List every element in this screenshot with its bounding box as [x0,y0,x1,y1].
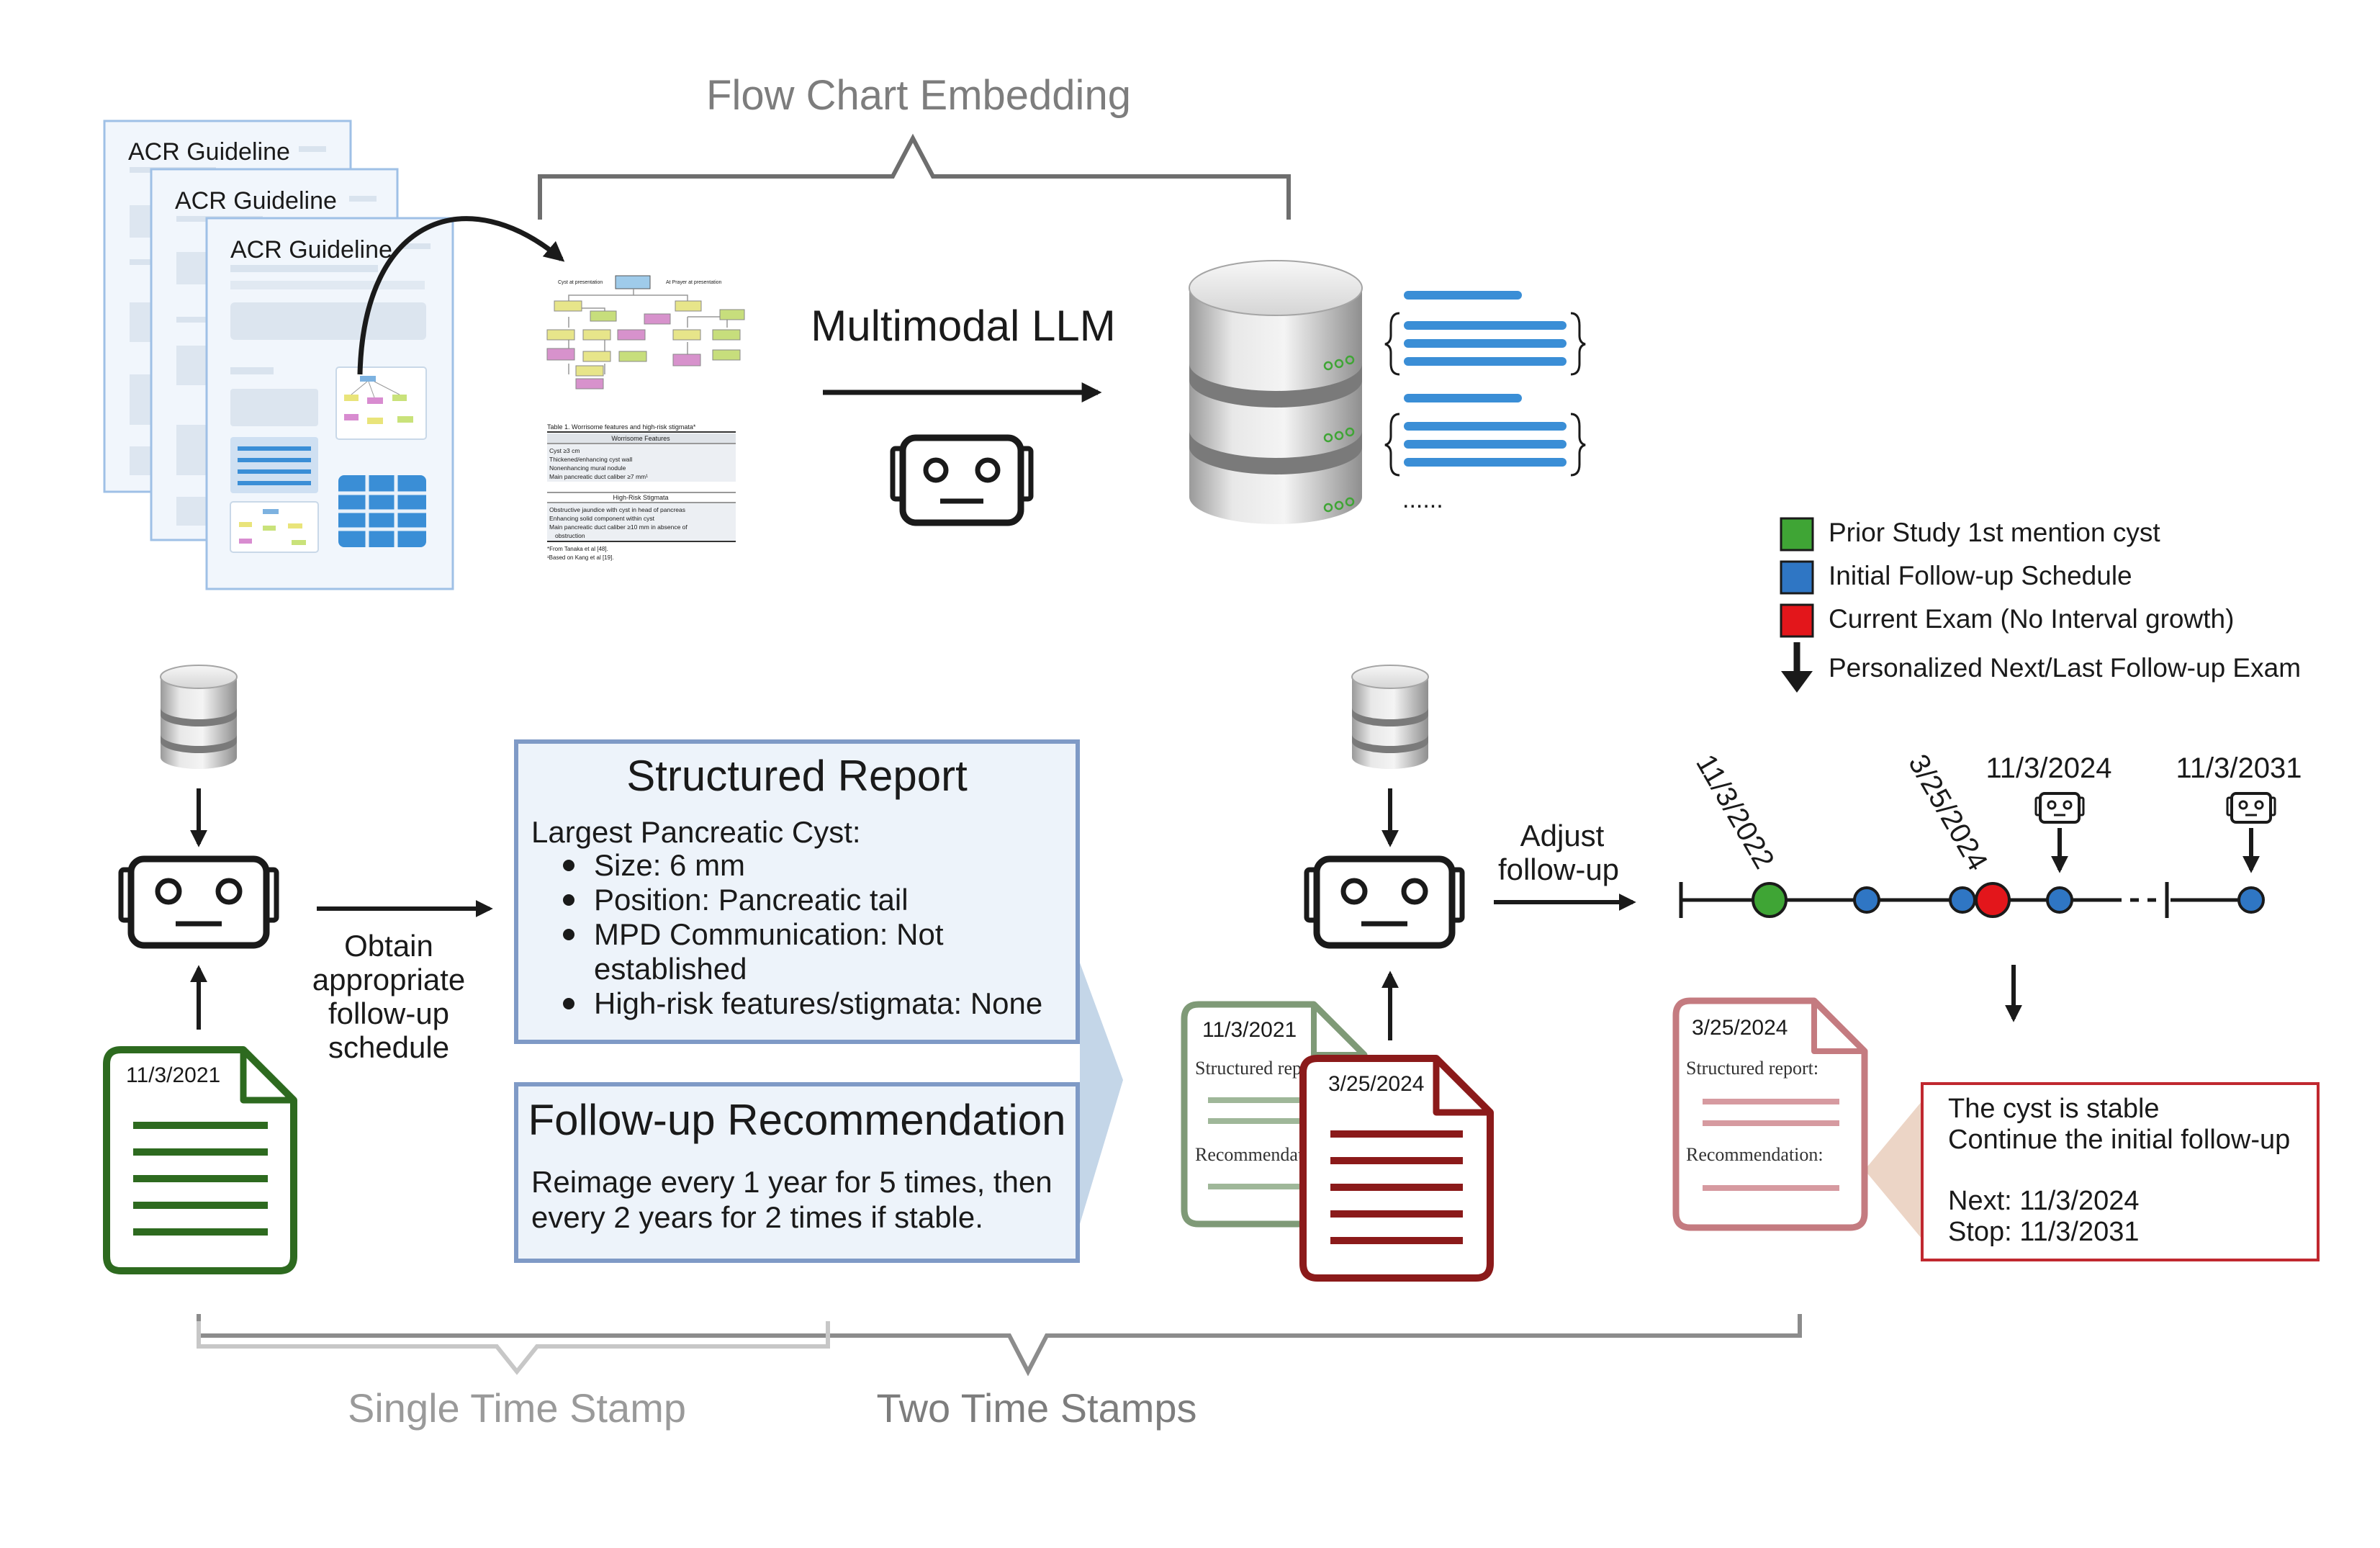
thumb-highrisk-header: High-Risk Stigmata [613,494,668,501]
structured-report-title: Structured Report [626,752,968,800]
two-time-stamps-label: Two Time Stamps [876,1385,1196,1431]
followup-line: every 2 years for 2 times if stable. [531,1200,983,1234]
svg-text:Cyst at presentation: Cyst at presentation [558,280,603,285]
report-document-green: 11/3/2021 [103,1046,297,1274]
single-time-stamp-label: Single Time Stamp [348,1385,686,1431]
robot-icon [2034,792,2085,824]
report-bullet-cont: established [594,952,747,986]
legend-swatch-blue [1780,560,1814,595]
timeline: 11/3/2022 3/25/2024 11/3/2024 11/3/2031 [1679,750,2302,918]
thumb-worrisome-item: Main pancreatic duct caliber ≥7 mm¹ [549,473,648,480]
multimodal-llm-label: Multimodal LLM [811,302,1116,350]
obtain-text: appropriate [312,963,465,996]
structured-report-subtitle: Largest Pancreatic Cyst: [531,815,861,849]
two-time-stamps-bracket [197,1314,1802,1377]
flowchart-bracket [538,133,1291,220]
result-callout-shape [1865,1084,1937,1256]
timeline-marker-followup [1853,886,1880,914]
legend-arrow-icon [1781,642,1813,693]
timeline-marker-current [1975,882,2011,918]
flowchart-embedding-label: Flow Chart Embedding [706,72,1131,119]
timeline-marker-stop [2237,886,2265,914]
followup-line: Reimage every 1 year for 5 times, then [531,1165,1052,1199]
timeline-marker-prior [1752,882,1788,918]
obtain-text: Obtain [344,929,433,963]
structured-report-box: Structured Report Largest Pancreatic Cys… [514,739,1080,1044]
report-callout-shape [1073,943,1123,1224]
report-old-text: Recommendati [1195,1144,1308,1165]
result-doc-recommendation: Recommendation: [1686,1144,1824,1165]
result-doc-structured: Structured report: [1686,1058,1818,1079]
followup-recommendation-box: Follow-up Recommendation Reimage every 1… [514,1082,1080,1263]
guideline-doc-3: ACR Guideline [205,217,454,590]
guideline-title: ACR Guideline [128,138,290,166]
result-line: Stop: 11/3/2031 [1948,1217,2140,1247]
result-line: Next: 11/3/2024 [1948,1186,2139,1216]
svg-text:At Prayer at presentation: At Prayer at presentation [666,280,722,285]
followup-title: Follow-up Recommendation [528,1096,1065,1144]
robot-icon [1304,855,1465,949]
legend-swatch-red [1780,603,1814,638]
adjust-text: Adjust [1520,819,1605,852]
single-time-stamp-bracket [197,1321,830,1375]
thumb-worrisome-header: Worrisome Features [611,435,670,442]
thumb-table-caption: Table 1. Worrisome features and high-ris… [547,423,696,431]
adjust-text: follow-up [1498,852,1619,886]
thumb-worrisome-item: Cyst ≥3 cm [549,447,580,454]
robot-icon [890,434,1034,526]
legend-label: Current Exam (No Interval growth) [1829,604,2234,634]
report-bullet: High-risk features/stigmata: None [594,986,1042,1020]
guideline-title: ACR Guideline [175,187,337,215]
report-document-new: 3/25/2024 [1299,1055,1494,1282]
report-bullet: Position: Pancreatic tail [594,883,909,917]
thumb-highrisk-item: obstruction [555,532,585,539]
embedding-vectors: ...... [1384,291,1586,513]
report-bullet: MPD Communication: Not [594,917,944,951]
result-report-document: 3/25/2024 Structured report: Recommendat… [1672,997,1868,1231]
thumb-footnote: ¹Based on Kang et al [19]. [547,554,614,561]
robot-icon [2226,792,2276,824]
legend-label: Personalized Next/Last Follow-up Exam [1829,653,2301,683]
result-line: Continue the initial follow-up [1948,1125,2290,1155]
guideline-title: ACR Guideline [230,236,392,264]
timeline-marker-followup [1949,886,1976,914]
legend-swatch-green [1780,517,1814,552]
thumb-highrisk-item: Obstructive jaundice with cyst in head o… [549,506,685,513]
timeline-date-2022: 11/3/2022 [1690,750,1780,875]
legend-label: Initial Follow-up Schedule [1829,561,2132,590]
report-date: 11/3/2021 [126,1063,220,1087]
small-database-left-icon [160,665,238,769]
embedding-ellipsis: ...... [1402,486,1443,513]
timeline-date-next: 11/3/2024 [1986,752,2112,784]
report-old-text: Structured repo [1195,1058,1311,1079]
thumb-highrisk-item: Enhancing solid component within cyst [549,515,655,522]
obtain-schedule-label: Obtain appropriate follow-up schedule [312,929,465,1064]
report-bullet: Size: 6 mm [594,848,745,882]
obtain-text: schedule [328,1030,449,1064]
embedding-database-icon [1189,260,1363,524]
report-new-date: 3/25/2024 [1328,1072,1424,1096]
thumb-footnote: *From Tanaka et al [48]. [547,546,608,552]
robot-icon [118,855,279,949]
thumb-worrisome-item: Thickened/enhancing cyst wall [549,456,632,463]
legend: Prior Study 1st mention cyst Initial Fol… [1780,517,2301,693]
result-box: The cyst is stable Continue the initial … [1921,1082,2320,1261]
legend-label: Prior Study 1st mention cyst [1829,518,2160,547]
result-line: The cyst is stable [1948,1094,2160,1124]
timeline-date-current: 3/25/2024 [1902,750,1993,876]
flowchart-thumbnail: Cyst at presentation At Prayer at presen… [546,275,745,561]
thumb-worrisome-item: Nonenhancing mural nodule [549,464,626,472]
report-old-date: 11/3/2021 [1202,1018,1297,1042]
timeline-marker-next [2046,886,2073,914]
small-database-middle-icon [1351,665,1429,769]
result-doc-date: 3/25/2024 [1692,1016,1788,1040]
obtain-text: follow-up [328,996,449,1030]
flowchart-embedding-section: Flow Chart Embedding [538,72,1291,220]
timeline-date-stop: 11/3/2031 [2176,752,2302,784]
thumb-highrisk-item: Main pancreatic duct caliber ≥10 mm in a… [549,523,688,531]
guideline-to-flowchart-arrow [357,216,565,375]
